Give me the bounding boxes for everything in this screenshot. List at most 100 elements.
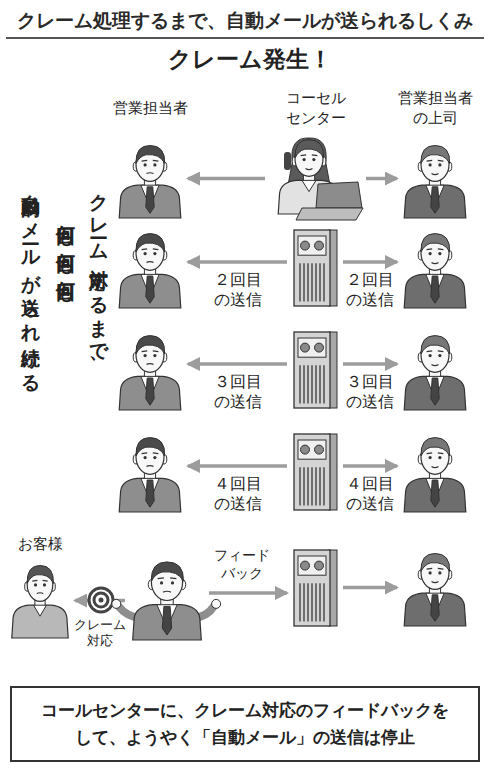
figure-illustration (115, 140, 185, 218)
server-vent (303, 365, 305, 403)
server-vent (303, 263, 305, 301)
mouth (432, 582, 439, 583)
hair (136, 438, 165, 456)
figure-group (404, 234, 466, 308)
figure-illustration (115, 330, 185, 410)
figure-illustration (290, 548, 340, 628)
figure-group (404, 554, 466, 627)
server-vent (315, 365, 317, 403)
brow (427, 568, 444, 570)
target-symbol (99, 598, 104, 603)
server-vent (311, 467, 313, 505)
eye (429, 571, 432, 574)
server-body (294, 332, 330, 408)
necktie (431, 595, 439, 622)
eye (144, 163, 147, 166)
arrow-label: フィード バック (210, 547, 274, 582)
hair (136, 146, 165, 164)
server-disk (315, 241, 324, 250)
server-panel (298, 338, 326, 357)
server-vent (303, 467, 305, 505)
server-panel (298, 440, 326, 459)
vertical-note: 自動的にメールが送られ続ける (20, 180, 43, 384)
torso (404, 478, 466, 512)
figure-group (12, 566, 68, 639)
eye (153, 456, 156, 459)
eye (312, 158, 315, 161)
brow (158, 577, 177, 579)
person-figure (115, 330, 185, 410)
brow (142, 452, 159, 454)
figure-group (278, 138, 363, 220)
message-arrow (188, 260, 287, 264)
torso (404, 593, 466, 626)
person-figure: コーセル センター (268, 134, 363, 222)
arrow-label: ２回目 の送信 (210, 270, 266, 310)
server-vent (315, 263, 317, 301)
server-vent (315, 467, 317, 505)
hair (136, 336, 165, 354)
torso (119, 376, 181, 410)
brow (427, 248, 444, 250)
server-vent (319, 467, 321, 505)
message-arrow (188, 177, 265, 181)
person-figure (128, 556, 206, 640)
brow (427, 452, 444, 454)
brow (142, 160, 159, 162)
mail-server (290, 330, 340, 410)
person-figure: 営業担当者 の上司 (400, 140, 470, 218)
hair (27, 566, 53, 584)
figure-group (404, 438, 466, 512)
eye (153, 163, 156, 166)
role-heading: コーセル センター (284, 89, 348, 128)
eye (429, 163, 432, 166)
eye (34, 583, 37, 586)
figure-illustration (400, 330, 470, 410)
person-figure (400, 228, 470, 308)
person-figure (115, 228, 185, 308)
figure-group (119, 146, 181, 219)
person-figure (400, 548, 470, 626)
necktie (146, 187, 154, 214)
message-arrow (366, 177, 397, 181)
arrow-label: ３回目 の送信 (210, 372, 266, 412)
server-vent (323, 365, 325, 403)
target-symbol (94, 593, 108, 607)
arrow-label: ２回目 の送信 (342, 270, 398, 310)
server-vent (299, 467, 301, 505)
necktie (431, 378, 439, 405)
hair-back (288, 138, 330, 185)
torso (404, 274, 466, 308)
mouth (432, 364, 439, 365)
torso (133, 605, 202, 640)
eye (160, 581, 163, 584)
necktie (146, 480, 154, 507)
message-arrow (343, 362, 397, 366)
laptop-base (296, 208, 363, 220)
server-vent (307, 263, 309, 301)
figure-illustration (128, 556, 206, 640)
server-disk (301, 343, 310, 352)
person-figure (115, 432, 185, 512)
eye (303, 158, 306, 161)
server-vent (323, 263, 325, 301)
figure-illustration (290, 432, 340, 512)
server-vent (299, 365, 301, 403)
hand (112, 599, 121, 608)
figure-illustration (115, 228, 185, 308)
eye (438, 252, 441, 255)
message-arrow (188, 362, 287, 366)
figure-illustration (400, 548, 470, 626)
server-vent (323, 467, 325, 505)
arrow-label: クレーム 対応 (70, 617, 130, 650)
figure-group (119, 234, 181, 308)
figure-group (294, 230, 337, 306)
figure-illustration (290, 330, 340, 410)
eye (429, 252, 432, 255)
eye (438, 354, 441, 357)
eye (43, 583, 46, 586)
mouth (306, 168, 313, 169)
figure-group (404, 336, 466, 410)
server-vent (319, 365, 321, 403)
necktie (431, 276, 439, 303)
